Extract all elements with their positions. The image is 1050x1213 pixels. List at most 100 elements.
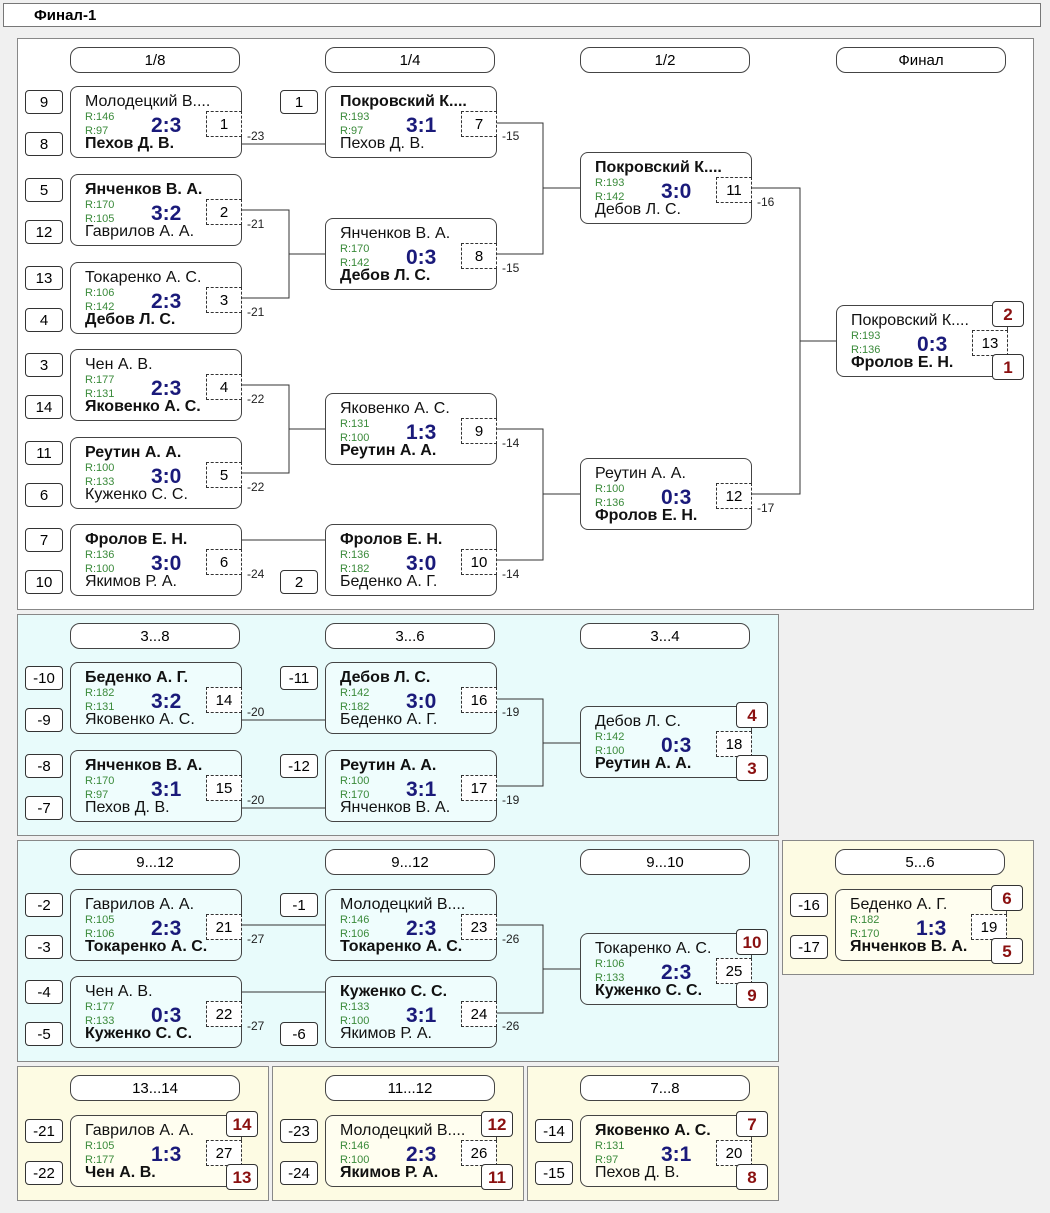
seed-box: -22 <box>25 1161 63 1185</box>
seed-box: 10 <box>25 570 63 594</box>
seed-box: -3 <box>25 935 63 959</box>
match-score: 3:0 <box>661 180 692 203</box>
player-bottom: Дебов Л. С. <box>85 311 176 328</box>
rating-bottom: R:133 <box>85 476 115 488</box>
match-number: 24 <box>461 1001 497 1027</box>
seed-box: 1 <box>280 90 318 114</box>
player-top: Дебов Л. С. <box>340 669 431 686</box>
rating-top: R:170 <box>85 199 115 211</box>
place-badge-bottom: 5 <box>991 938 1023 964</box>
rating-top: R:105 <box>85 914 115 926</box>
player-top: Чен А. В. <box>85 983 153 1000</box>
match-number: 8 <box>461 243 497 269</box>
player-top: Фролов Е. Н. <box>85 531 188 548</box>
rating-bottom: R:105 <box>85 213 115 225</box>
player-bottom: Янченков В. А. <box>850 938 968 955</box>
rating-bottom: R:100 <box>340 432 370 444</box>
match-score: 2:3 <box>661 961 692 984</box>
match-score: 0:3 <box>661 734 692 757</box>
round-header-9-12: 9...12 <box>70 849 240 875</box>
match-number: 12 <box>716 483 752 509</box>
player-bottom: Реутин А. А. <box>595 755 692 772</box>
rating-top: R:106 <box>85 287 115 299</box>
match-score: 2:3 <box>151 917 182 940</box>
match-score: 0:3 <box>151 1004 182 1027</box>
match-score: 3:0 <box>406 690 437 713</box>
rating-bottom: R:182 <box>340 701 370 713</box>
seed-box: -6 <box>280 1022 318 1046</box>
rating-bottom: R:131 <box>85 701 115 713</box>
round-header-5-6: 5...6 <box>835 849 1005 875</box>
loser-destination-label: -21 <box>247 305 265 319</box>
player-bottom: Фролов Е. Н. <box>851 354 954 371</box>
match-number: 2 <box>206 199 242 225</box>
player-top: Токаренко А. С. <box>595 940 712 957</box>
rating-bottom: R:133 <box>595 972 625 984</box>
match-score: 3:0 <box>151 465 182 488</box>
rating-bottom: R:136 <box>851 344 881 356</box>
rating-bottom: R:106 <box>85 928 115 940</box>
player-bottom: Дебов Л. С. <box>595 201 681 218</box>
seed-box: 14 <box>25 395 63 419</box>
player-bottom: Пехов Д. В. <box>340 135 425 152</box>
seed-box: 3 <box>25 353 63 377</box>
loser-destination-label: -24 <box>247 567 265 581</box>
player-bottom: Куженко С. С. <box>85 486 188 503</box>
rating-bottom: R:182 <box>340 563 370 575</box>
place-badge-top: 2 <box>992 301 1024 327</box>
round-header-3-6: 3...6 <box>325 623 495 649</box>
match-number: 16 <box>461 687 497 713</box>
player-top: Яковенко А. С. <box>595 1122 711 1139</box>
loser-destination-label: -22 <box>247 392 265 406</box>
match-number: 10 <box>461 549 497 575</box>
match-score: 3:1 <box>661 1143 692 1166</box>
rating-bottom: R:97 <box>85 125 109 137</box>
player-bottom: Пехов Д. В. <box>85 799 170 816</box>
rating-bottom: R:142 <box>85 301 115 313</box>
rating-bottom: R:170 <box>340 789 370 801</box>
player-top: Чен А. В. <box>85 356 153 373</box>
match-number: 11 <box>716 177 752 203</box>
match-number: 18 <box>716 731 752 757</box>
seed-box: -17 <box>790 935 828 959</box>
page-title: Финал-1 <box>3 3 1041 27</box>
match-score: 0:3 <box>917 333 948 356</box>
player-bottom: Куженко С. С. <box>85 1025 193 1042</box>
rating-bottom: R:131 <box>85 388 115 400</box>
player-top: Покровский К.... <box>595 159 722 176</box>
player-bottom: Гаврилов А. А. <box>85 223 195 240</box>
match-number: 3 <box>206 287 242 313</box>
match-number: 1 <box>206 111 242 137</box>
player-top: Молодецкий В.... <box>85 93 211 110</box>
player-top: Гаврилов А. А. <box>85 1122 195 1139</box>
round-header-9-10: 9...10 <box>580 849 750 875</box>
loser-destination-label: -21 <box>247 217 265 231</box>
